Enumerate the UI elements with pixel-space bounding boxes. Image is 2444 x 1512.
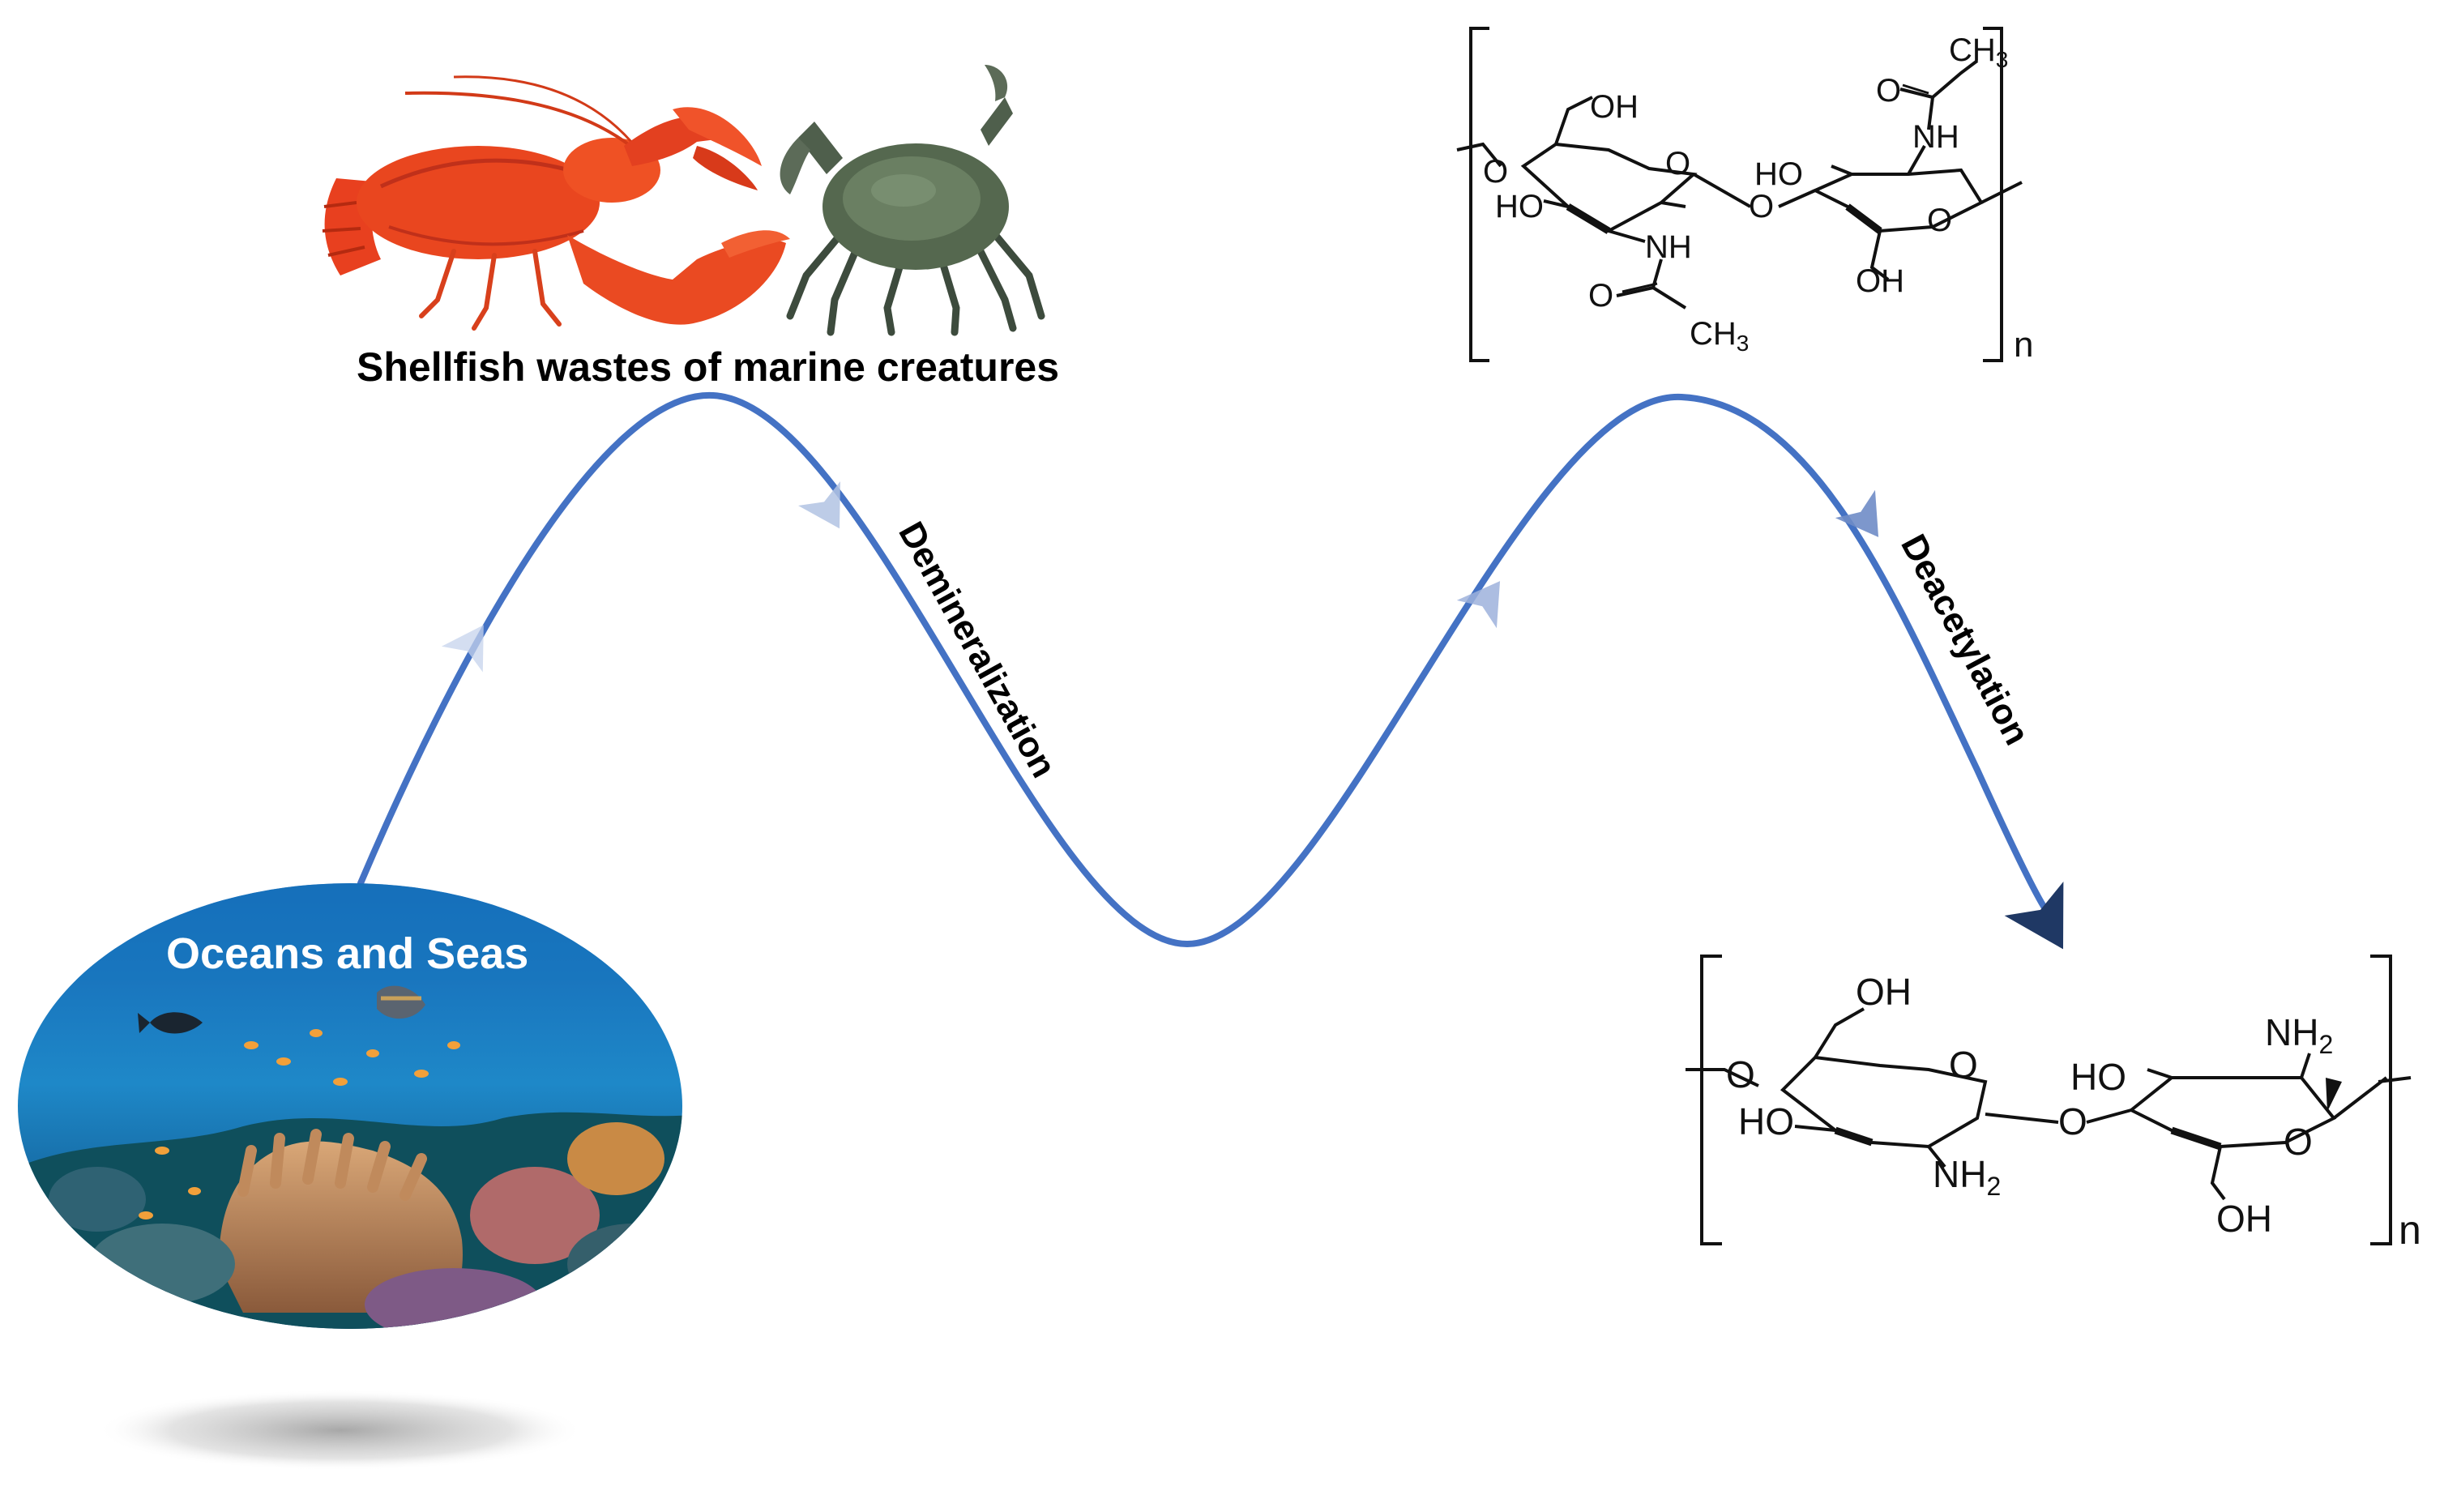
chitin-ch3-right: CH3 — [1949, 32, 2008, 72]
chitin-ring-o2: O — [1927, 203, 1952, 238]
chitin-structure — [1456, 27, 2023, 362]
chitin-labels: OH O O HO NH O CH3 O HO NH O CH3 O OH n — [1483, 32, 2033, 365]
process-curve — [357, 391, 2053, 948]
chitin-co-left: O — [1588, 278, 1613, 314]
ocean-shadow — [97, 1390, 583, 1471]
chitosan-oh-top: OH — [1856, 971, 1912, 1013]
chitosan-nh2-left: NH2 — [1933, 1153, 2001, 1201]
chitosan-wedge — [2326, 1078, 2342, 1112]
ocean-caption: Oceans and Seas — [166, 929, 528, 978]
chitin-co-right: O — [1876, 73, 1901, 109]
chitin-glyco-o: O — [1749, 189, 1774, 224]
chitosan-repeat-n: n — [2399, 1207, 2421, 1253]
chitin-ch3-left: CH3 — [1690, 316, 1749, 356]
arrow-marker-4 — [1835, 489, 1879, 537]
chitin-link-o-left: O — [1483, 154, 1508, 190]
chitosan-link-o-left: O — [1726, 1053, 1755, 1096]
chitosan-glyco-o: O — [2058, 1100, 2087, 1143]
chitosan-oh-bottom: OH — [2216, 1198, 2272, 1240]
step-label-demineralization: Demineralization — [891, 515, 1064, 784]
chitin-oh-top: OH — [1590, 89, 1639, 125]
chitin-nh-right: NH — [1912, 119, 1959, 155]
chitin-ho-right: HO — [1754, 156, 1803, 192]
chitosan-ho-right: HO — [2070, 1056, 2126, 1098]
arrow-head-final — [2004, 882, 2064, 950]
arrow-marker-1 — [441, 625, 484, 673]
arrow-marker-3 — [1456, 581, 1501, 629]
arrow-marker-2 — [798, 481, 840, 529]
chitin-nh-left: NH — [1645, 229, 1692, 265]
chitin-oh-bottom: OH — [1856, 263, 1904, 299]
chitosan-ring-o1: O — [1949, 1044, 1978, 1086]
chitosan-ho-left: HO — [1738, 1100, 1794, 1143]
chitin-ring-o1: O — [1665, 146, 1690, 182]
chitin-repeat-n: n — [2014, 325, 2033, 365]
chitosan-structure — [1686, 955, 2412, 1245]
chitosan-labels: OH O O HO NH2 O HO NH2 O OH n — [1726, 971, 2421, 1253]
chitin-ho-left: HO — [1495, 189, 1544, 224]
chitosan-ring-o2: O — [2284, 1121, 2313, 1163]
lobster-image — [322, 75, 790, 331]
crab-image — [780, 65, 1045, 336]
shellfish-caption: Shellfish wastes of marine creatures — [357, 344, 1059, 390]
chitosan-nh2-right: NH2 — [2265, 1011, 2333, 1059]
